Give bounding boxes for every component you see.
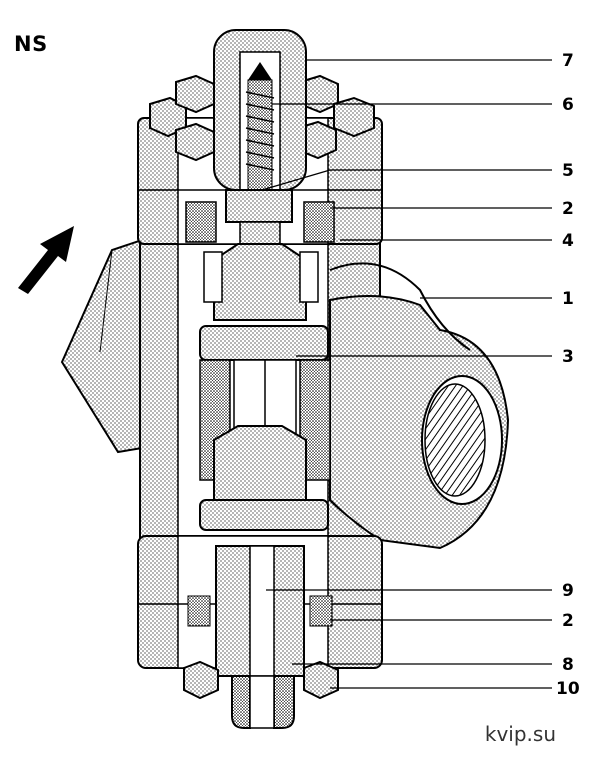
callout-labels: 7 6 5 2 4 1 3 9 2 8 10 bbox=[556, 51, 580, 699]
spring bbox=[245, 62, 275, 191]
outlet-port bbox=[329, 262, 510, 550]
callout-number: 6 bbox=[562, 95, 574, 115]
callout-number: 9 bbox=[562, 581, 574, 601]
leader-line bbox=[261, 169, 331, 191]
watermark: kvip.su bbox=[484, 722, 556, 746]
lower-stem bbox=[187, 545, 333, 677]
bolt-nut-icon bbox=[175, 122, 215, 162]
inlet-boss bbox=[60, 238, 143, 454]
bolt-nut-icon bbox=[175, 74, 215, 114]
flow-arrow-icon bbox=[18, 226, 74, 294]
callout-number: 3 bbox=[562, 347, 574, 367]
callout-number: 5 bbox=[562, 161, 574, 181]
callout-number: 1 bbox=[562, 289, 574, 309]
callout-number: 8 bbox=[562, 655, 574, 675]
lower-bolts bbox=[183, 660, 339, 700]
guide-nut bbox=[225, 189, 293, 223]
page-title: NS bbox=[14, 32, 48, 56]
valve-stack bbox=[203, 221, 319, 321]
callout-number: 2 bbox=[562, 611, 574, 631]
bolt-nut-icon bbox=[183, 660, 219, 700]
capsule-disc bbox=[199, 325, 329, 361]
callout-number: 4 bbox=[562, 231, 574, 251]
gasket-upper bbox=[185, 201, 335, 243]
leader-lines bbox=[261, 59, 552, 689]
callout-number: 2 bbox=[562, 199, 574, 219]
lower-valve bbox=[199, 425, 329, 531]
callout-number: 10 bbox=[556, 679, 580, 699]
bolt-nut-icon bbox=[333, 96, 375, 138]
drain-plug bbox=[231, 675, 295, 729]
callout-number: 7 bbox=[562, 51, 574, 71]
bolt-nut-icon bbox=[303, 660, 339, 700]
